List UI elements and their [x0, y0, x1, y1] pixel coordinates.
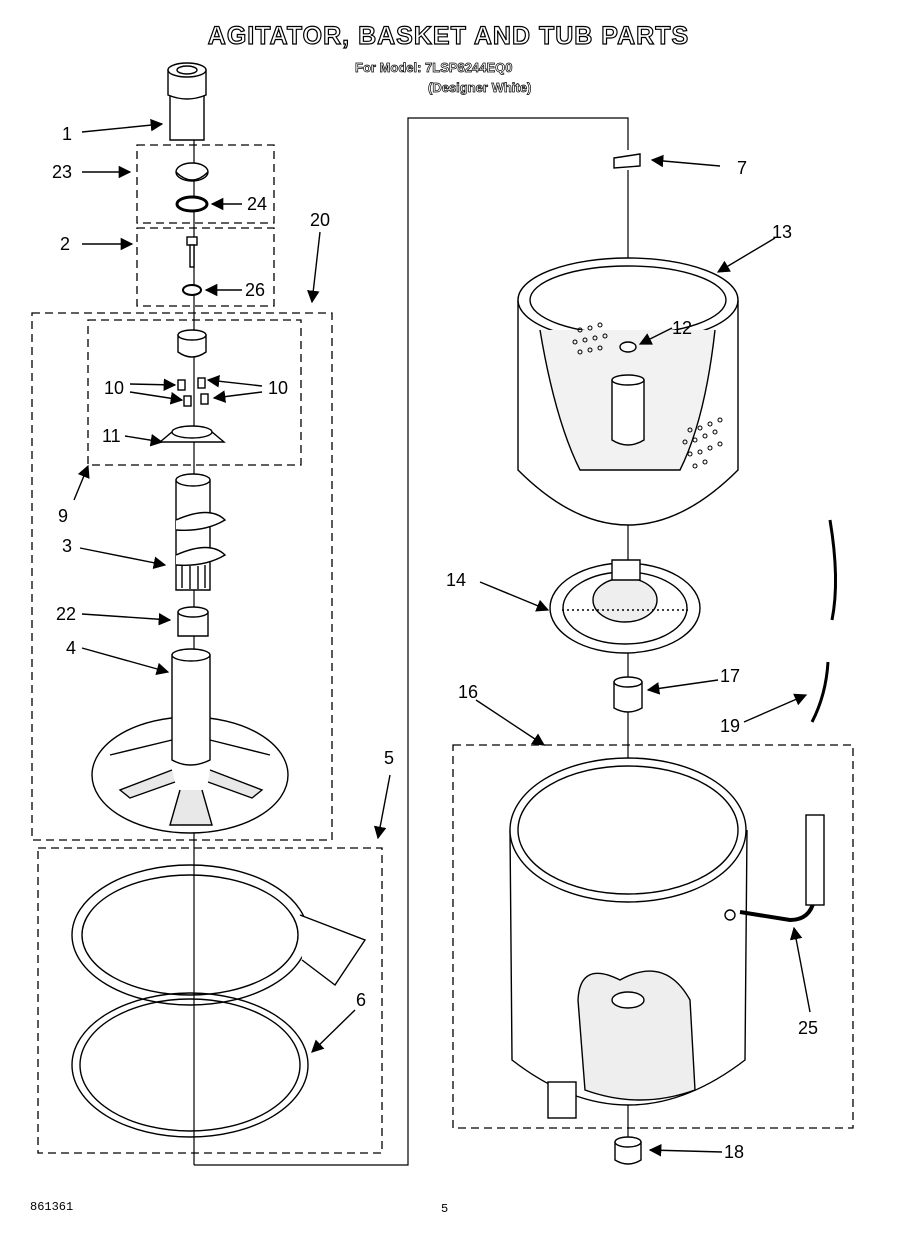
callout-25: 25: [798, 1018, 818, 1038]
part-17-spline-nut: [613, 676, 643, 713]
basket-holes: [572, 322, 723, 469]
group-box-2-26: [136, 227, 275, 307]
part-10-dogs: [177, 377, 209, 407]
callout-11: 11: [102, 426, 121, 446]
part-6-seal: [71, 992, 309, 1138]
part-2-bolt: [186, 236, 198, 268]
callout-6: 6: [356, 990, 366, 1010]
callout-26: 26: [245, 280, 265, 300]
callout-14: 14: [446, 570, 466, 590]
part-16-tub: [509, 757, 748, 1119]
part-11-cam-ring: [158, 425, 226, 443]
part-19-hose: [810, 519, 838, 723]
part-14-basket-hub: [549, 559, 701, 654]
callout-9: 9: [58, 506, 68, 526]
callout-10-right: 10: [268, 378, 288, 398]
part-22-bearing: [177, 606, 209, 637]
callout-1: 1: [62, 124, 72, 144]
callout-18: 18: [724, 1142, 744, 1162]
diagram-title: AGITATOR, BASKET AND TUB PARTS: [207, 21, 690, 50]
callout-3: 3: [62, 536, 72, 556]
group-box-5: [37, 847, 383, 1154]
part-18-plug: [614, 1136, 642, 1165]
part-26-washer: [182, 284, 202, 296]
callout-10-left: 10: [104, 378, 124, 398]
callout-13: 13: [772, 222, 792, 242]
part-24-oring: [175, 195, 209, 213]
part-23-cap-insert: [175, 162, 209, 182]
callout-2: 2: [60, 234, 70, 254]
callout-5: 5: [384, 748, 394, 768]
callout-16: 16: [458, 682, 478, 702]
model-number: For Model: 7LSP8244EQ0: [355, 60, 513, 76]
part-4-agitator-base: [91, 648, 289, 834]
part-5-tub-ring: [71, 864, 367, 1006]
group-box-20: [31, 312, 333, 841]
callout-7: 7: [737, 158, 747, 178]
callout-22: 22: [56, 604, 76, 624]
callout-24: 24: [247, 194, 267, 214]
callout-19: 19: [720, 716, 740, 736]
part-3-auger: [175, 473, 227, 591]
callout-17: 17: [720, 666, 740, 686]
part-25-drain-hose: [739, 814, 825, 923]
group-box-23-24: [136, 144, 275, 224]
callout-labels: 1 23 24 2 26 20 10 10 11 9 3 22 4 5 6 7 …: [52, 124, 818, 1162]
doc-number: 861361: [30, 1200, 74, 1214]
callout-12: 12: [672, 318, 692, 338]
part-13-basket: [517, 257, 739, 526]
part-1-agitator-cap: [167, 62, 207, 141]
callout-4: 4: [66, 638, 76, 658]
color-variant: (Designer White): [428, 80, 532, 96]
callout-23: 23: [52, 162, 72, 182]
callout-20: 20: [310, 210, 330, 230]
drive-cam: [177, 329, 207, 358]
page-number: 5: [441, 1202, 449, 1216]
part-7-nut: [613, 153, 641, 169]
group-box-16: [452, 744, 854, 1129]
